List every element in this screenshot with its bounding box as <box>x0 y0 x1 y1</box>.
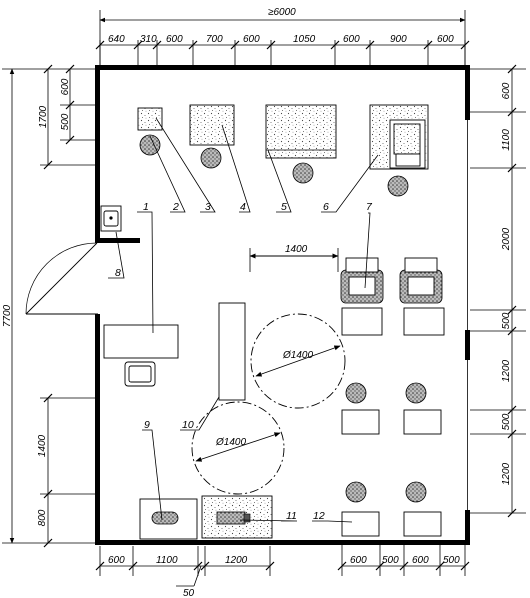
right-dim-6: 500 <box>501 413 512 430</box>
pedicure-chair-1 <box>340 257 384 336</box>
top-dim-8: 900 <box>390 34 407 45</box>
callout-8: 8 <box>115 267 121 279</box>
top-chain-dimensions: 640 310 600 700 600 1050 600 900 600 <box>95 34 470 66</box>
callout-12: 12 <box>313 510 325 522</box>
workstation-6 <box>403 481 442 537</box>
bottom-dim-50: 50 <box>183 588 195 598</box>
callout-5: 5 <box>281 201 287 213</box>
callout-numbers: 1 2 3 4 5 6 7 8 9 10 11 12 <box>115 201 373 522</box>
top-dim-3: 600 <box>166 34 183 45</box>
pedicure-chair-2 <box>399 257 445 336</box>
right-dim-2: 1100 <box>501 129 512 151</box>
left-dim-600: 600 <box>60 78 71 95</box>
right-chain-dimensions: 600 1100 2000 500 1200 500 1200 <box>470 64 526 518</box>
left-dim-1700: 1700 <box>38 105 49 128</box>
bottom-dim-500a: 500 <box>382 555 399 566</box>
bottom-dim-1200: 1200 <box>225 555 248 566</box>
turning-circle-lower: Ø1400 <box>191 401 285 495</box>
workstation-4 <box>403 382 442 435</box>
bottom-dim-600c: 600 <box>412 555 429 566</box>
left-overall-dimension: 7700 <box>2 68 98 544</box>
left-dim-500: 500 <box>60 113 71 130</box>
bottom-dimensions-left: 600 1100 1200 50 <box>95 546 275 598</box>
left-upper-dimensions: 1700 600 500 <box>38 64 98 170</box>
right-dim-5: 1200 <box>501 359 512 382</box>
reception-desk <box>103 324 179 359</box>
bottom-dim-600: 600 <box>108 555 125 566</box>
callout-11: 11 <box>286 510 297 522</box>
top-dim-1: 640 <box>108 34 125 45</box>
right-dim-3: 2000 <box>501 227 512 251</box>
top-dim-4: 700 <box>206 34 223 45</box>
entrance-door <box>25 242 98 315</box>
work-table <box>201 495 273 539</box>
manicure-table-2 <box>265 104 337 184</box>
callout-7: 7 <box>366 201 373 213</box>
circle-lower-label: Ø1400 <box>215 437 246 448</box>
small-cabinet <box>137 107 163 156</box>
left-lower-dimensions: 1400 800 <box>37 393 98 548</box>
top-dim-7: 600 <box>343 34 360 45</box>
callout-2: 2 <box>172 201 179 213</box>
top-dim-6: 1050 <box>293 34 316 45</box>
callout-3: 3 <box>205 201 211 213</box>
callout-4: 4 <box>240 201 246 213</box>
top-dim-9: 600 <box>437 34 454 45</box>
reception-chair <box>124 361 156 387</box>
manicure-table-1 <box>189 104 235 169</box>
workstation-5 <box>341 481 380 537</box>
callout-10: 10 <box>182 419 194 431</box>
washbasin <box>100 205 122 232</box>
bottom-dim-600b: 600 <box>350 555 367 566</box>
drying-table <box>139 498 198 540</box>
inner-dim-1400-label: 1400 <box>285 244 308 255</box>
right-dim-1: 600 <box>501 82 512 99</box>
callout-6: 6 <box>323 201 329 213</box>
inner-dimension-1400: 1400 <box>249 244 339 272</box>
circle-upper-label: Ø1400 <box>282 350 313 361</box>
turning-circle-upper: Ø1400 <box>250 313 346 409</box>
right-dim-4: 500 <box>501 312 512 329</box>
left-dim-800: 800 <box>37 509 48 526</box>
right-dim-7: 1200 <box>501 462 512 485</box>
top-dim-5: 600 <box>243 34 260 45</box>
overall-width-label: ≥6000 <box>268 7 296 18</box>
workstation-3 <box>341 382 380 435</box>
left-dim-1400: 1400 <box>37 434 48 457</box>
bottom-dimensions-right: 600 500 600 500 <box>337 540 470 576</box>
callout-leaders <box>108 117 379 523</box>
corner-desk <box>369 104 429 197</box>
bottom-dim-1100: 1100 <box>156 555 178 566</box>
overall-height-label: 7700 <box>2 304 13 327</box>
central-bench <box>218 302 246 401</box>
callout-1: 1 <box>143 201 149 213</box>
top-dim-2: 310 <box>140 34 157 45</box>
bottom-dim-500b: 500 <box>443 555 460 566</box>
callout-9: 9 <box>144 419 150 431</box>
